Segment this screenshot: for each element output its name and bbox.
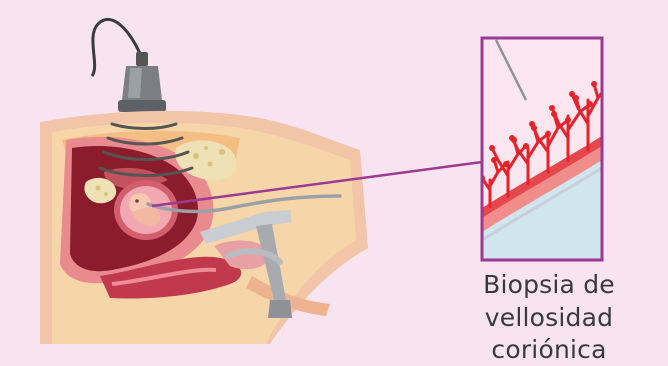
- caption-line-1: Biopsia de: [430, 269, 668, 301]
- caption-line-2: vellosidad coriónica: [430, 302, 668, 366]
- inset-magnified-view: [479, 38, 607, 260]
- ultrasound-probe-icon: [92, 19, 166, 112]
